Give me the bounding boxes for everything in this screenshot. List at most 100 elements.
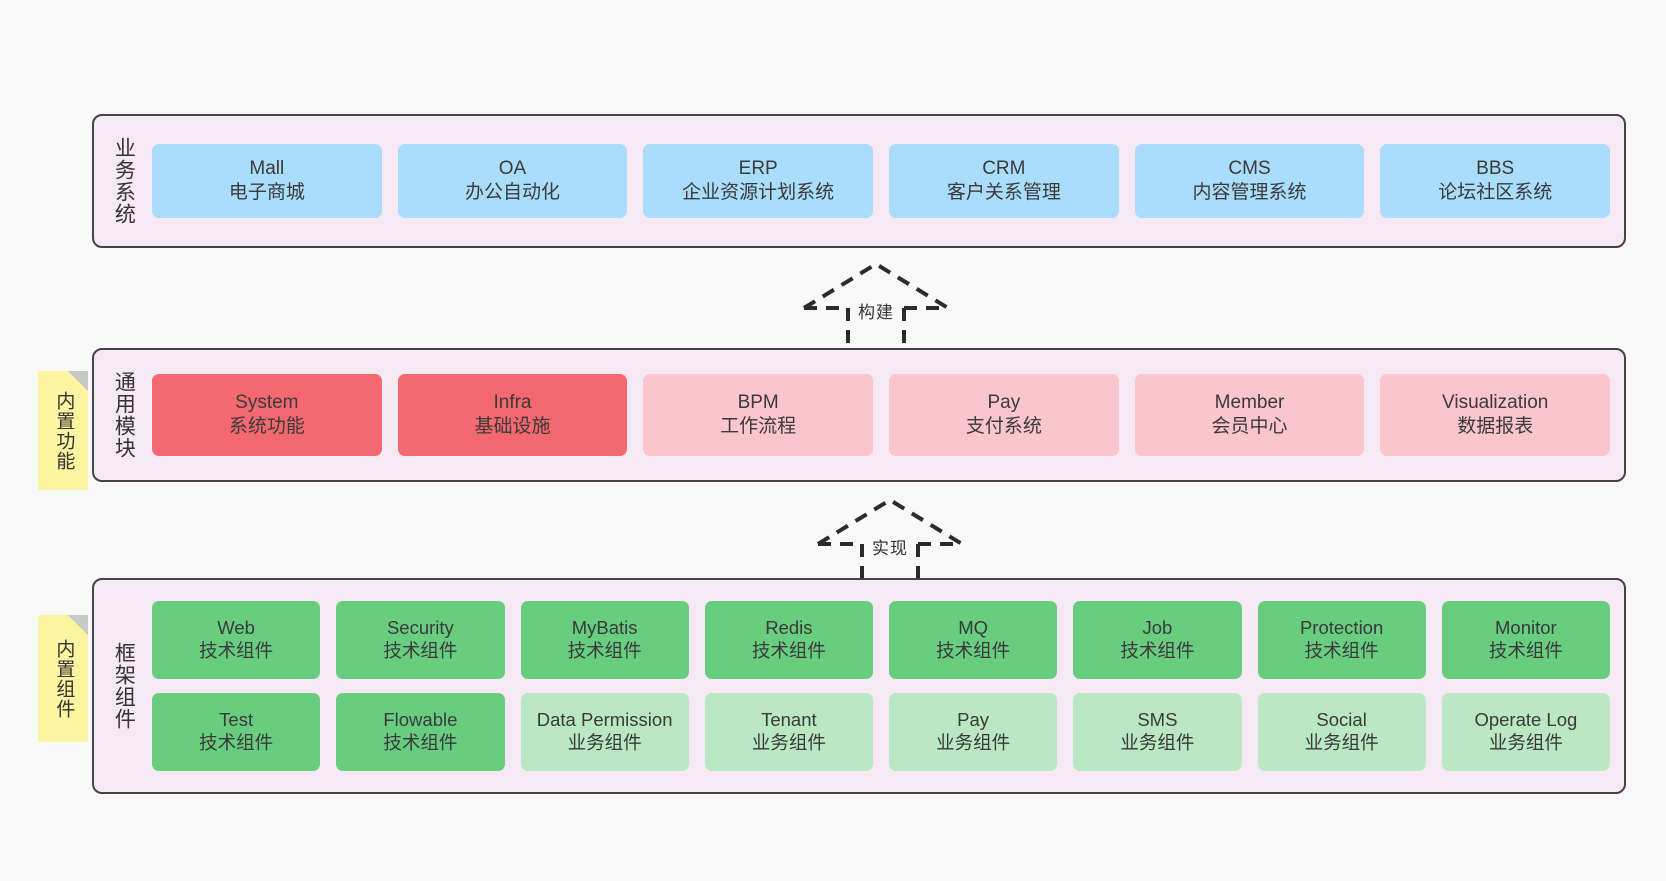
- card-erp[interactable]: ERP 企业资源计划系统: [643, 144, 874, 218]
- card-subtitle: 技术组件: [199, 640, 274, 661]
- card-subtitle: 技术组件: [1120, 640, 1195, 661]
- note-fold-corner-icon: [68, 615, 88, 635]
- card-title: CRM: [982, 158, 1026, 180]
- card-title: MyBatis: [571, 617, 638, 639]
- card-subtitle: 技术组件: [1488, 640, 1563, 661]
- card-title: CMS: [1228, 158, 1271, 180]
- card-title: Redis: [765, 617, 813, 639]
- card-subtitle: 会员中心: [1211, 416, 1288, 437]
- card-mq[interactable]: MQ 技术组件: [889, 601, 1058, 679]
- layer-framework-components: 框架组件 Web 技术组件 Security 技术组件 MyBatis 技术组件…: [92, 578, 1626, 794]
- note-builtin-components: 内置组件: [38, 615, 88, 742]
- card-title: Tenant: [761, 709, 817, 731]
- card-title: System: [235, 392, 299, 414]
- card-title: Test: [219, 709, 254, 731]
- card-title: Visualization: [1442, 392, 1549, 414]
- card-social[interactable]: Social 业务组件: [1257, 693, 1426, 771]
- card-subtitle: 技术组件: [383, 640, 458, 661]
- card-subtitle: 业务组件: [1304, 732, 1379, 753]
- card-subtitle: 系统功能: [228, 416, 305, 437]
- card-title: Job: [1142, 617, 1173, 639]
- card-title: Pay: [957, 709, 990, 731]
- card-test[interactable]: Test 技术组件: [152, 693, 321, 771]
- layer-title-common: 通用模块: [112, 371, 136, 459]
- note-fold-corner-icon: [68, 371, 88, 391]
- card-subtitle: 业务组件: [751, 732, 826, 753]
- card-subtitle: 技术组件: [199, 732, 274, 753]
- card-security[interactable]: Security 技术组件: [336, 601, 505, 679]
- note-builtin-features: 内置功能: [38, 371, 88, 490]
- card-visualization[interactable]: Visualization 数据报表: [1380, 374, 1611, 456]
- card-row: Web 技术组件 Security 技术组件 MyBatis 技术组件 Redi…: [152, 601, 1610, 679]
- card-subtitle: 技术组件: [567, 640, 642, 661]
- generalization-arrow-icon: [802, 261, 950, 354]
- card-title: Monitor: [1495, 617, 1557, 639]
- card-row: Mall 电子商城 OA 办公自动化 ERP 企业资源计划系统 CRM 客户关系…: [152, 144, 1611, 218]
- card-title: BBS: [1476, 158, 1515, 180]
- card-subtitle: 业务组件: [567, 732, 642, 753]
- layer-business-system: 业务系统 Mall 电子商城 OA 办公自动化 ERP 企业资源计划系统 CRM…: [92, 114, 1626, 248]
- arrow-implement: 实现: [810, 494, 970, 590]
- card-oa[interactable]: OA 办公自动化: [397, 144, 628, 218]
- card-protection[interactable]: Protection 技术组件: [1257, 601, 1426, 679]
- card-title: SMS: [1137, 709, 1178, 731]
- card-title: Infra: [493, 392, 532, 414]
- layer-cards-common: System 系统功能 Infra 基础设施 BPM 工作流程 Pay 支付系统…: [146, 350, 1624, 480]
- card-subtitle: 支付系统: [965, 416, 1042, 437]
- card-subtitle: 数据报表: [1457, 416, 1534, 437]
- card-system[interactable]: System 系统功能: [152, 374, 382, 456]
- card-tenant[interactable]: Tenant 业务组件: [704, 693, 873, 771]
- card-crm[interactable]: CRM 客户关系管理: [889, 144, 1119, 218]
- card-monitor[interactable]: Monitor 技术组件: [1441, 601, 1610, 679]
- card-subtitle: 企业资源计划系统: [682, 182, 835, 203]
- card-pay-business[interactable]: Pay 业务组件: [889, 693, 1058, 771]
- card-sms[interactable]: SMS 业务组件: [1073, 693, 1242, 771]
- card-bpm[interactable]: BPM 工作流程: [643, 374, 874, 456]
- layer-title-business: 业务系统: [112, 137, 136, 225]
- card-subtitle: 业务组件: [1120, 732, 1195, 753]
- card-operate-log[interactable]: Operate Log 业务组件: [1441, 693, 1610, 771]
- card-subtitle: 工作流程: [720, 416, 797, 437]
- card-flowable[interactable]: Flowable 技术组件: [336, 693, 505, 771]
- layer-cards-business: Mall 电子商城 OA 办公自动化 ERP 企业资源计划系统 CRM 客户关系…: [146, 116, 1624, 246]
- card-subtitle: 电子商城: [228, 182, 305, 203]
- note-label: 内置组件: [53, 638, 75, 719]
- card-title: Pay: [987, 392, 1021, 414]
- card-title: Flowable: [383, 709, 458, 731]
- layer-cards-framework: Web 技术组件 Security 技术组件 MyBatis 技术组件 Redi…: [146, 580, 1624, 792]
- card-subtitle: 客户关系管理: [946, 182, 1061, 203]
- card-row: System 系统功能 Infra 基础设施 BPM 工作流程 Pay 支付系统…: [152, 374, 1611, 456]
- card-title: Mall: [249, 158, 285, 180]
- card-cms[interactable]: CMS 内容管理系统: [1134, 144, 1365, 218]
- card-row: Test 技术组件 Flowable 技术组件 Data Permission …: [152, 693, 1610, 771]
- layer-common-modules: 通用模块 System 系统功能 Infra 基础设施 BPM 工作流程 Pay…: [92, 348, 1626, 482]
- card-infra[interactable]: Infra 基础设施: [397, 374, 628, 456]
- arrow-build: 构建: [796, 258, 956, 354]
- card-subtitle: 基础设施: [474, 416, 551, 437]
- card-mall[interactable]: Mall 电子商城: [152, 144, 382, 218]
- card-title: Protection: [1299, 617, 1384, 639]
- card-pay[interactable]: Pay 支付系统: [889, 374, 1119, 456]
- card-subtitle: 论坛社区系统: [1438, 182, 1553, 203]
- card-job[interactable]: Job 技术组件: [1073, 601, 1242, 679]
- card-web[interactable]: Web 技术组件: [152, 601, 321, 679]
- card-mybatis[interactable]: MyBatis 技术组件: [520, 601, 689, 679]
- generalization-arrow-icon: [816, 497, 964, 590]
- card-subtitle: 业务组件: [1488, 732, 1563, 753]
- card-data-permission[interactable]: Data Permission 业务组件: [520, 693, 689, 771]
- card-subtitle: 技术组件: [936, 640, 1011, 661]
- card-title: Web: [217, 617, 255, 639]
- card-subtitle: 办公自动化: [465, 182, 561, 203]
- card-subtitle: 技术组件: [1304, 640, 1379, 661]
- card-title: Data Permission: [536, 709, 673, 731]
- card-redis[interactable]: Redis 技术组件: [704, 601, 873, 679]
- card-title: Member: [1214, 392, 1285, 414]
- card-subtitle: 技术组件: [383, 732, 458, 753]
- card-subtitle: 技术组件: [751, 640, 826, 661]
- card-bbs[interactable]: BBS 论坛社区系统: [1380, 144, 1611, 218]
- card-subtitle: 内容管理系统: [1192, 182, 1307, 203]
- card-title: Operate Log: [1474, 709, 1578, 731]
- card-member[interactable]: Member 会员中心: [1134, 374, 1365, 456]
- card-title: OA: [498, 158, 527, 180]
